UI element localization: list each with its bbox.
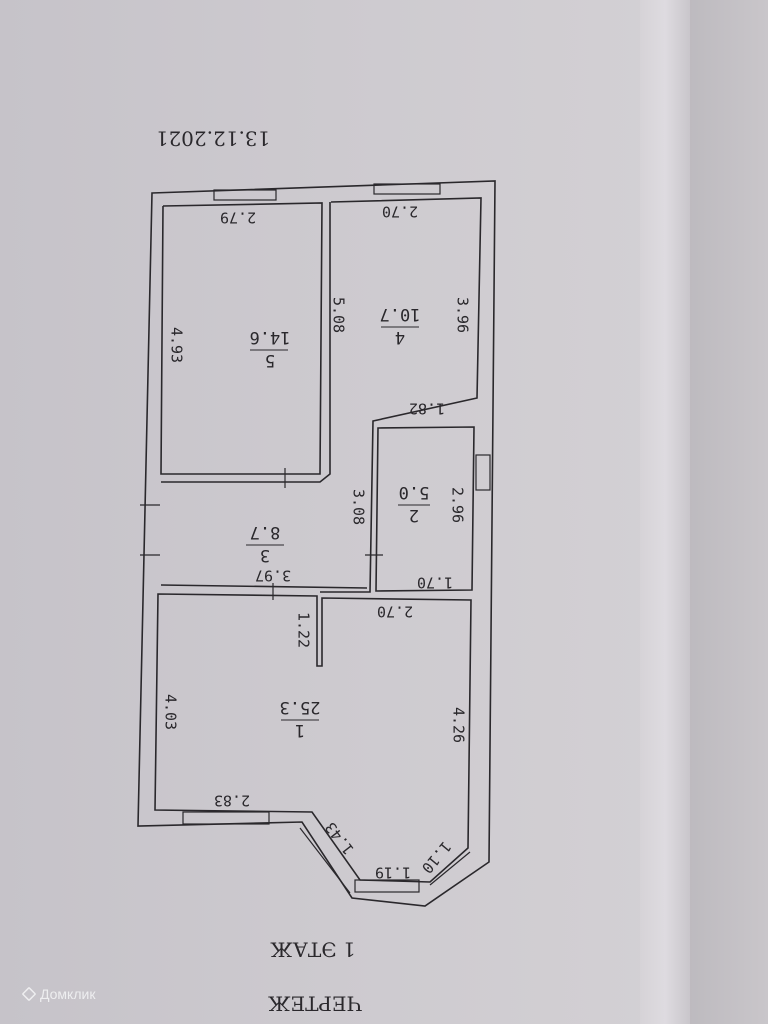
svg-text:14.6: 14.6: [250, 327, 291, 347]
dim-room4-left: 5.08: [330, 297, 348, 333]
dim-bay-middle: 1.19: [375, 864, 411, 882]
room-2-label: 2 5.0: [398, 482, 430, 525]
svg-text:3: 3: [260, 545, 270, 565]
watermark: Домклик: [21, 986, 96, 1002]
dim-room4-bottom: 1.82: [409, 400, 445, 418]
dim-room5-side: 4.93: [168, 327, 186, 363]
room-1-outline: [154, 593, 472, 883]
dim-bay-right: 1.10: [418, 838, 455, 877]
paper-sheet: [0, 0, 660, 1024]
svg-text:4: 4: [395, 327, 405, 347]
room-5-outline: [160, 202, 323, 475]
svg-text:2: 2: [409, 505, 419, 525]
room-3-outline: [161, 202, 331, 483]
dim-room1-right: 4.26: [450, 707, 468, 743]
floor-label: 1 ЭТАЖ: [270, 938, 356, 962]
outer-wall: [137, 180, 496, 907]
svg-text:8.7: 8.7: [250, 522, 281, 542]
svg-text:25.3: 25.3: [280, 697, 321, 717]
room-4-outline: [320, 197, 482, 593]
svg-text:10.7: 10.7: [380, 304, 421, 324]
dim-room4-top: 2.70: [382, 203, 418, 221]
svg-text:5.0: 5.0: [399, 482, 430, 502]
house-logo-icon: [21, 986, 37, 1002]
room-3-label: 3 8.7: [246, 522, 284, 565]
date-label: 13.12.2021: [156, 127, 271, 151]
dim-bay-left: 1.43: [321, 819, 357, 859]
dim-hall-bottom: 3.97: [255, 567, 291, 585]
room-2-outline: [375, 426, 475, 592]
dim-hall-right: 3.08: [350, 489, 368, 525]
watermark-text: Домклик: [40, 986, 96, 1002]
paper-edge: [640, 0, 690, 1024]
dim-room2-side: 2.96: [449, 487, 467, 523]
dim-room1-left: 4.03: [162, 694, 180, 730]
windows: [140, 183, 491, 894]
svg-text:5: 5: [265, 350, 275, 370]
svg-text:1: 1: [295, 720, 305, 740]
dim-room4-right: 3.96: [454, 297, 472, 333]
dim-partition: 1.22: [295, 612, 313, 648]
drawing-title: ЧЕРТЕЖ: [268, 992, 362, 1016]
dim-room1-top: 2.70: [377, 603, 413, 621]
dim-room1-bottom: 2.83: [214, 792, 250, 810]
dim-room5-top: 2.79: [220, 209, 256, 227]
room-1-label: 1 25.3: [280, 697, 321, 740]
room-4-label: 4 10.7: [380, 304, 421, 347]
room-5-label: 5 14.6: [250, 327, 291, 370]
dim-room2-bottom: 1.70: [417, 574, 453, 592]
